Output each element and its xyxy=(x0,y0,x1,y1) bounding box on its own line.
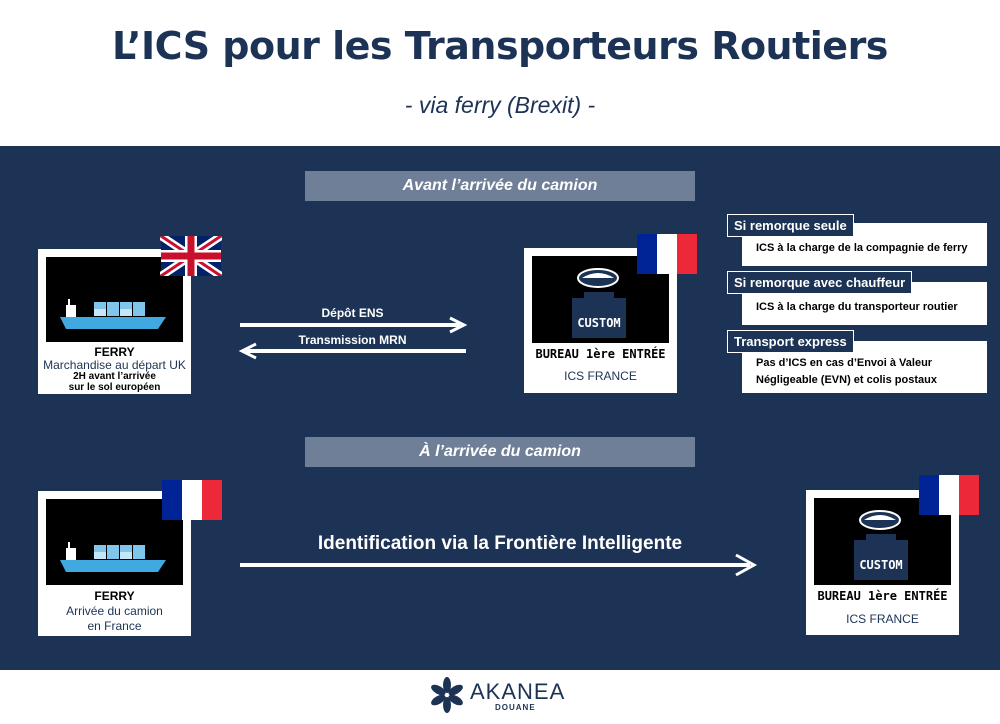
page-subtitle: - via ferry (Brexit) - xyxy=(404,92,596,118)
ferry-title: FERRY xyxy=(94,589,135,603)
brand-subtitle: DOUANE xyxy=(495,703,536,712)
brand-name: AKANEA xyxy=(470,679,566,704)
customs-title: BUREAU 1ère ENTRÉE xyxy=(535,347,666,361)
france-flag-icon xyxy=(919,475,979,515)
info-text-2: ICS à la charge du transporteur routier xyxy=(756,301,958,313)
info-text-1: ICS à la charge de la compagnie de ferry xyxy=(756,242,968,254)
ship-icon xyxy=(60,542,166,572)
info-text-3b: Négligeable (EVN) et colis postaux xyxy=(756,374,937,386)
france-flag-icon xyxy=(637,234,697,274)
ship-icon xyxy=(60,299,166,329)
customs-title: BUREAU 1ère ENTRÉE xyxy=(817,589,948,603)
uk-flag-icon xyxy=(158,232,224,280)
ferry-line2: 2H avant l’arrivée xyxy=(73,371,156,382)
ferry-screen xyxy=(46,257,183,342)
arrow-right-long-icon xyxy=(240,553,758,577)
ferry-title: FERRY xyxy=(94,345,135,359)
custom-badge: CUSTOM xyxy=(577,316,621,330)
ferry-line3: sur le sol européen xyxy=(68,382,161,393)
customs-screen: CUSTOM xyxy=(532,256,669,343)
ferry-line1: Arrivée du camion xyxy=(66,604,163,618)
info-box-transport-express: Pas d’ICS en cas d’Envoi à Valeur Néglig… xyxy=(742,341,987,393)
france-flag-icon xyxy=(162,480,222,520)
arrow-label-mrn: Transmission MRN xyxy=(298,333,407,347)
ferry-screen xyxy=(46,499,183,585)
customs-officer-icon xyxy=(854,510,908,580)
customs-subtitle: ICS FRANCE xyxy=(846,612,919,626)
band-before-arrival: Avant l’arrivée du camion xyxy=(305,171,695,201)
info-tag-transport-express: Transport express xyxy=(727,330,854,353)
custom-badge: CUSTOM xyxy=(859,558,903,572)
arrow-label-frontiere: Identification via la Frontière Intellig… xyxy=(317,533,683,554)
akanea-flower-icon xyxy=(431,677,463,713)
band-at-arrival: À l’arrivée du camion xyxy=(305,437,695,467)
customs-card-1: CUSTOM BUREAU 1ère ENTRÉE ICS FRANCE xyxy=(524,248,677,393)
arrow-label-ens: Dépôt ENS xyxy=(321,306,384,320)
customs-subtitle: ICS FRANCE xyxy=(564,369,637,383)
arrow-right-icon xyxy=(240,316,468,334)
ferry-line1: Marchandise au départ UK xyxy=(43,358,186,372)
info-tag-remorque-seule: Si remorque seule xyxy=(727,214,854,237)
arrow-left-icon xyxy=(238,342,466,360)
ferry-line2: en France xyxy=(87,619,142,633)
info-text-3a: Pas d’ICS en cas d’Envoi à Valeur xyxy=(756,357,933,369)
customs-officer-icon xyxy=(572,268,626,338)
info-tag-remorque-chauffeur: Si remorque avec chauffeur xyxy=(727,271,913,294)
page-title: L’ICS pour les Transporteurs Routiers xyxy=(112,24,888,68)
